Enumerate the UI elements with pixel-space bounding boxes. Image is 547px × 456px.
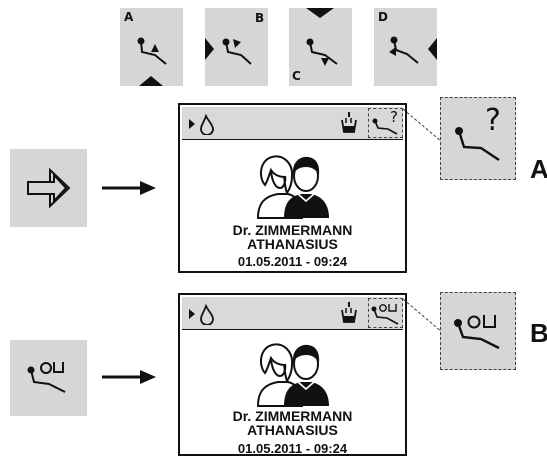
position-c-letter: C xyxy=(292,69,301,83)
position-c-button[interactable]: C xyxy=(289,8,352,86)
chair-position-unknown-icon-large xyxy=(455,127,500,161)
chair-program-button[interactable] xyxy=(10,340,87,416)
enter-button[interactable] xyxy=(10,149,87,227)
screen-status-bar xyxy=(182,297,403,330)
position-a-letter: A xyxy=(124,10,134,24)
water-drop-icon xyxy=(189,113,214,135)
chair-rinse-position-icon-large xyxy=(454,315,500,350)
display-screen-2: Dr. ZIMMERMANN ATHANASIUS 01.05.2011 - 0… xyxy=(178,293,407,456)
display-screen-1: ? Dr. ZIMMERMANN ATHANASIUS 01.05.2011 -… xyxy=(178,103,407,273)
callout-connector-b xyxy=(402,298,443,333)
position-b-letter: B xyxy=(255,11,265,25)
user-name-line1: Dr. ZIMMERMANN xyxy=(232,222,353,238)
mode-indicator-1: ? xyxy=(368,108,403,138)
callout-zoom-a: ? xyxy=(440,97,516,180)
water-drop-icon xyxy=(189,303,214,325)
user-name-line1: Dr. ZIMMERMANN xyxy=(232,408,353,424)
enter-arrow-icon xyxy=(27,167,71,209)
mode-indicator-2 xyxy=(368,298,403,328)
callout-letter-b: B xyxy=(530,318,547,348)
chair-position-c-icon xyxy=(306,8,338,66)
cup-filler-icon xyxy=(341,302,357,323)
callout-letter-a: A xyxy=(530,154,547,184)
callout-zoom-b xyxy=(440,292,516,370)
arrow-right-icon xyxy=(102,181,156,195)
date-time: 01.05.2011 - 09:24 xyxy=(237,254,348,269)
position-a-button[interactable]: A xyxy=(120,8,183,86)
chair-position-a-icon xyxy=(137,37,167,86)
user-avatar-icon xyxy=(256,343,329,407)
user-avatar-icon xyxy=(256,155,329,219)
date-time: 01.05.2011 - 09:24 xyxy=(237,441,348,456)
unknown-mode-symbol: ? xyxy=(390,108,398,126)
chair-position-b-icon xyxy=(205,38,252,65)
cup-filler-icon xyxy=(341,112,357,133)
callout-connector-a xyxy=(402,108,443,143)
callout-question-symbol: ? xyxy=(485,103,501,138)
arrow-right-icon xyxy=(102,370,156,384)
position-d-letter: D xyxy=(378,10,388,24)
chair-position-d-icon xyxy=(389,36,437,64)
chair-rinse-position-icon xyxy=(371,304,399,325)
screen-status-bar: ? xyxy=(182,107,403,140)
position-d-button[interactable]: D xyxy=(374,8,437,86)
user-name-line2: ATHANASIUS xyxy=(247,422,338,438)
chair-program-button-icon xyxy=(27,362,66,393)
chair-position-unknown-icon xyxy=(372,118,398,135)
position-b-button[interactable]: B xyxy=(205,8,268,86)
user-name-line2: ATHANASIUS xyxy=(247,236,338,252)
